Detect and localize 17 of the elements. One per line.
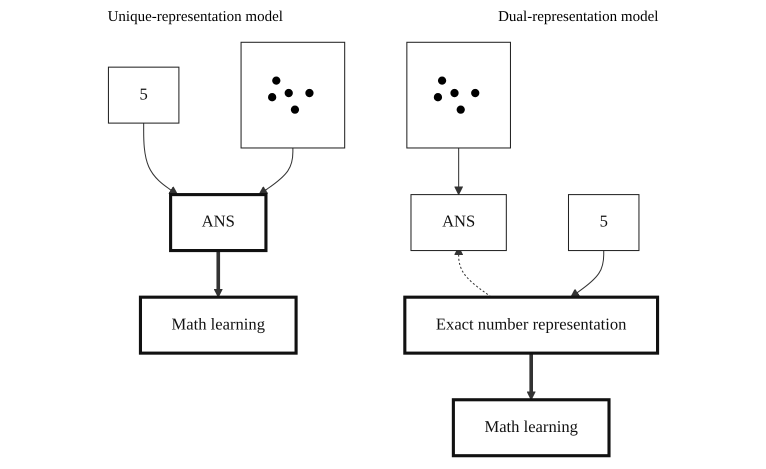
model-heading: Unique-representation model bbox=[108, 8, 283, 26]
arrow bbox=[143, 123, 178, 196]
model-heading: Dual-representation model bbox=[498, 8, 658, 26]
arrow bbox=[258, 148, 294, 196]
text-box: Math learning bbox=[138, 296, 298, 355]
text-box: 5 bbox=[108, 66, 180, 124]
arrow bbox=[570, 250, 604, 298]
text-box: 5 bbox=[568, 194, 640, 252]
text-box: ANS bbox=[169, 193, 268, 252]
text-box: Exact number representation bbox=[403, 296, 660, 355]
text-box: ANS bbox=[410, 194, 507, 252]
arrow bbox=[214, 250, 223, 298]
arrow bbox=[454, 148, 464, 196]
dot-pattern-picture bbox=[240, 42, 346, 148]
text-box: Math learning bbox=[452, 398, 611, 458]
dot-pattern-picture bbox=[406, 42, 511, 148]
arrow bbox=[526, 353, 536, 400]
